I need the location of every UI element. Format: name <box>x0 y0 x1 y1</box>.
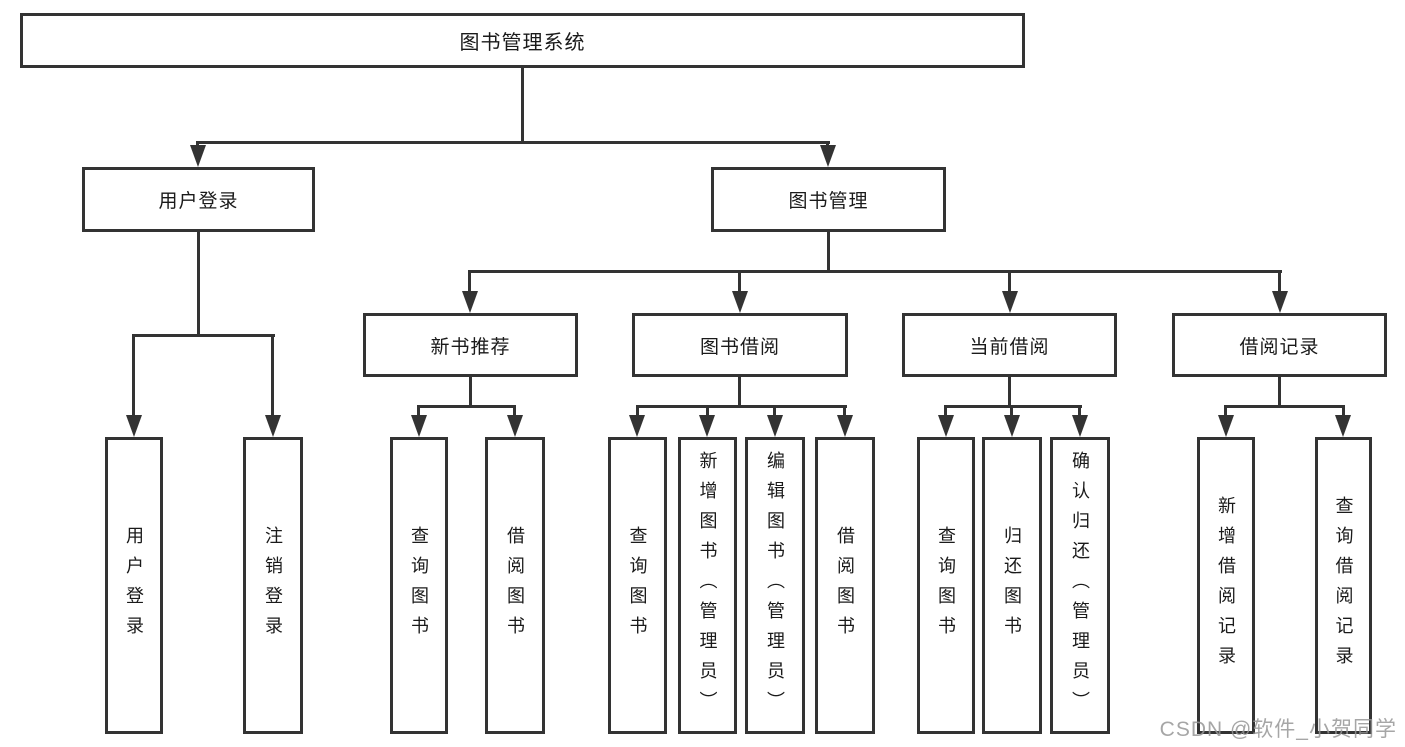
connector-hline <box>197 141 830 144</box>
connector-hline <box>945 405 1082 408</box>
connector-vline <box>738 270 741 293</box>
arrowhead-down-icon <box>190 145 206 167</box>
arrowhead-down-icon <box>699 415 715 437</box>
leaf-return-books: 归还图书 <box>982 437 1042 734</box>
connector-vline <box>944 405 947 417</box>
connector-vline <box>738 377 741 407</box>
arrowhead-down-icon <box>265 415 281 437</box>
connector-vline <box>1342 405 1345 417</box>
leaf-user-login: 用户登录 <box>105 437 163 734</box>
connector-vline <box>197 232 200 336</box>
arrowhead-down-icon <box>1218 415 1234 437</box>
connector-vline <box>636 405 639 417</box>
arrowhead-down-icon <box>767 415 783 437</box>
leaf-borrow-books: 借阅图书 <box>815 437 875 734</box>
connector-vline <box>521 68 524 143</box>
node-book-management: 图书管理 <box>711 167 946 232</box>
connector-vline <box>1224 405 1227 417</box>
connector-vline <box>1278 270 1281 293</box>
leaf-search-books: 查询图书 <box>390 437 448 734</box>
arrowhead-down-icon <box>1335 415 1351 437</box>
node-new-book-recommend: 新书推荐 <box>363 313 578 377</box>
connector-vline <box>469 377 472 407</box>
arrowhead-down-icon <box>1072 415 1088 437</box>
arrowhead-down-icon <box>938 415 954 437</box>
connector-vline <box>513 405 516 417</box>
node-library-management-system: 图书管理系统 <box>20 13 1025 68</box>
leaf-edit-books-admin: 编辑图书（管理员） <box>745 437 805 734</box>
connector-vline <box>468 270 471 293</box>
arrowhead-down-icon <box>126 415 142 437</box>
arrowhead-down-icon <box>462 291 478 313</box>
connector-vline <box>1278 377 1281 407</box>
connector-vline <box>706 405 709 417</box>
arrowhead-down-icon <box>732 291 748 313</box>
node-current-borrowing: 当前借阅 <box>902 313 1117 377</box>
connector-vline <box>843 405 846 417</box>
connector-hline <box>636 405 847 408</box>
connector-vline <box>827 232 830 273</box>
connector-vline <box>132 334 135 417</box>
node-user-login: 用户登录 <box>82 167 315 232</box>
connector-hline <box>132 334 275 337</box>
leaf-search-books: 查询图书 <box>608 437 667 734</box>
leaf-add-borrow-record: 新增借阅记录 <box>1197 437 1255 734</box>
connector-vline <box>1008 377 1011 407</box>
leaf-logout: 注销登录 <box>243 437 303 734</box>
arrowhead-down-icon <box>837 415 853 437</box>
node-borrowing-records: 借阅记录 <box>1172 313 1387 377</box>
leaf-borrow-books: 借阅图书 <box>485 437 545 734</box>
connector-vline <box>1010 405 1013 417</box>
arrowhead-down-icon <box>507 415 523 437</box>
csdn-watermark: CSDN @软件_小贺同学 <box>1159 718 1397 741</box>
connector-vline <box>417 405 420 417</box>
connector-vline <box>1078 405 1081 417</box>
leaf-search-borrow-record: 查询借阅记录 <box>1315 437 1372 734</box>
connector-vline <box>271 334 274 417</box>
connector-hline <box>1225 405 1345 408</box>
connector-vline <box>1008 270 1011 293</box>
connector-vline <box>773 405 776 417</box>
arrowhead-down-icon <box>1002 291 1018 313</box>
node-book-borrowing: 图书借阅 <box>632 313 848 377</box>
arrowhead-down-icon <box>1272 291 1288 313</box>
leaf-search-books: 查询图书 <box>917 437 975 734</box>
arrowhead-down-icon <box>629 415 645 437</box>
leaf-add-books-admin: 新增图书（管理员） <box>678 437 737 734</box>
arrowhead-down-icon <box>1004 415 1020 437</box>
leaf-confirm-return-admin: 确认归还（管理员） <box>1050 437 1110 734</box>
arrowhead-down-icon <box>411 415 427 437</box>
connector-hline <box>417 405 516 408</box>
connector-hline <box>469 270 1282 273</box>
arrowhead-down-icon <box>820 145 836 167</box>
